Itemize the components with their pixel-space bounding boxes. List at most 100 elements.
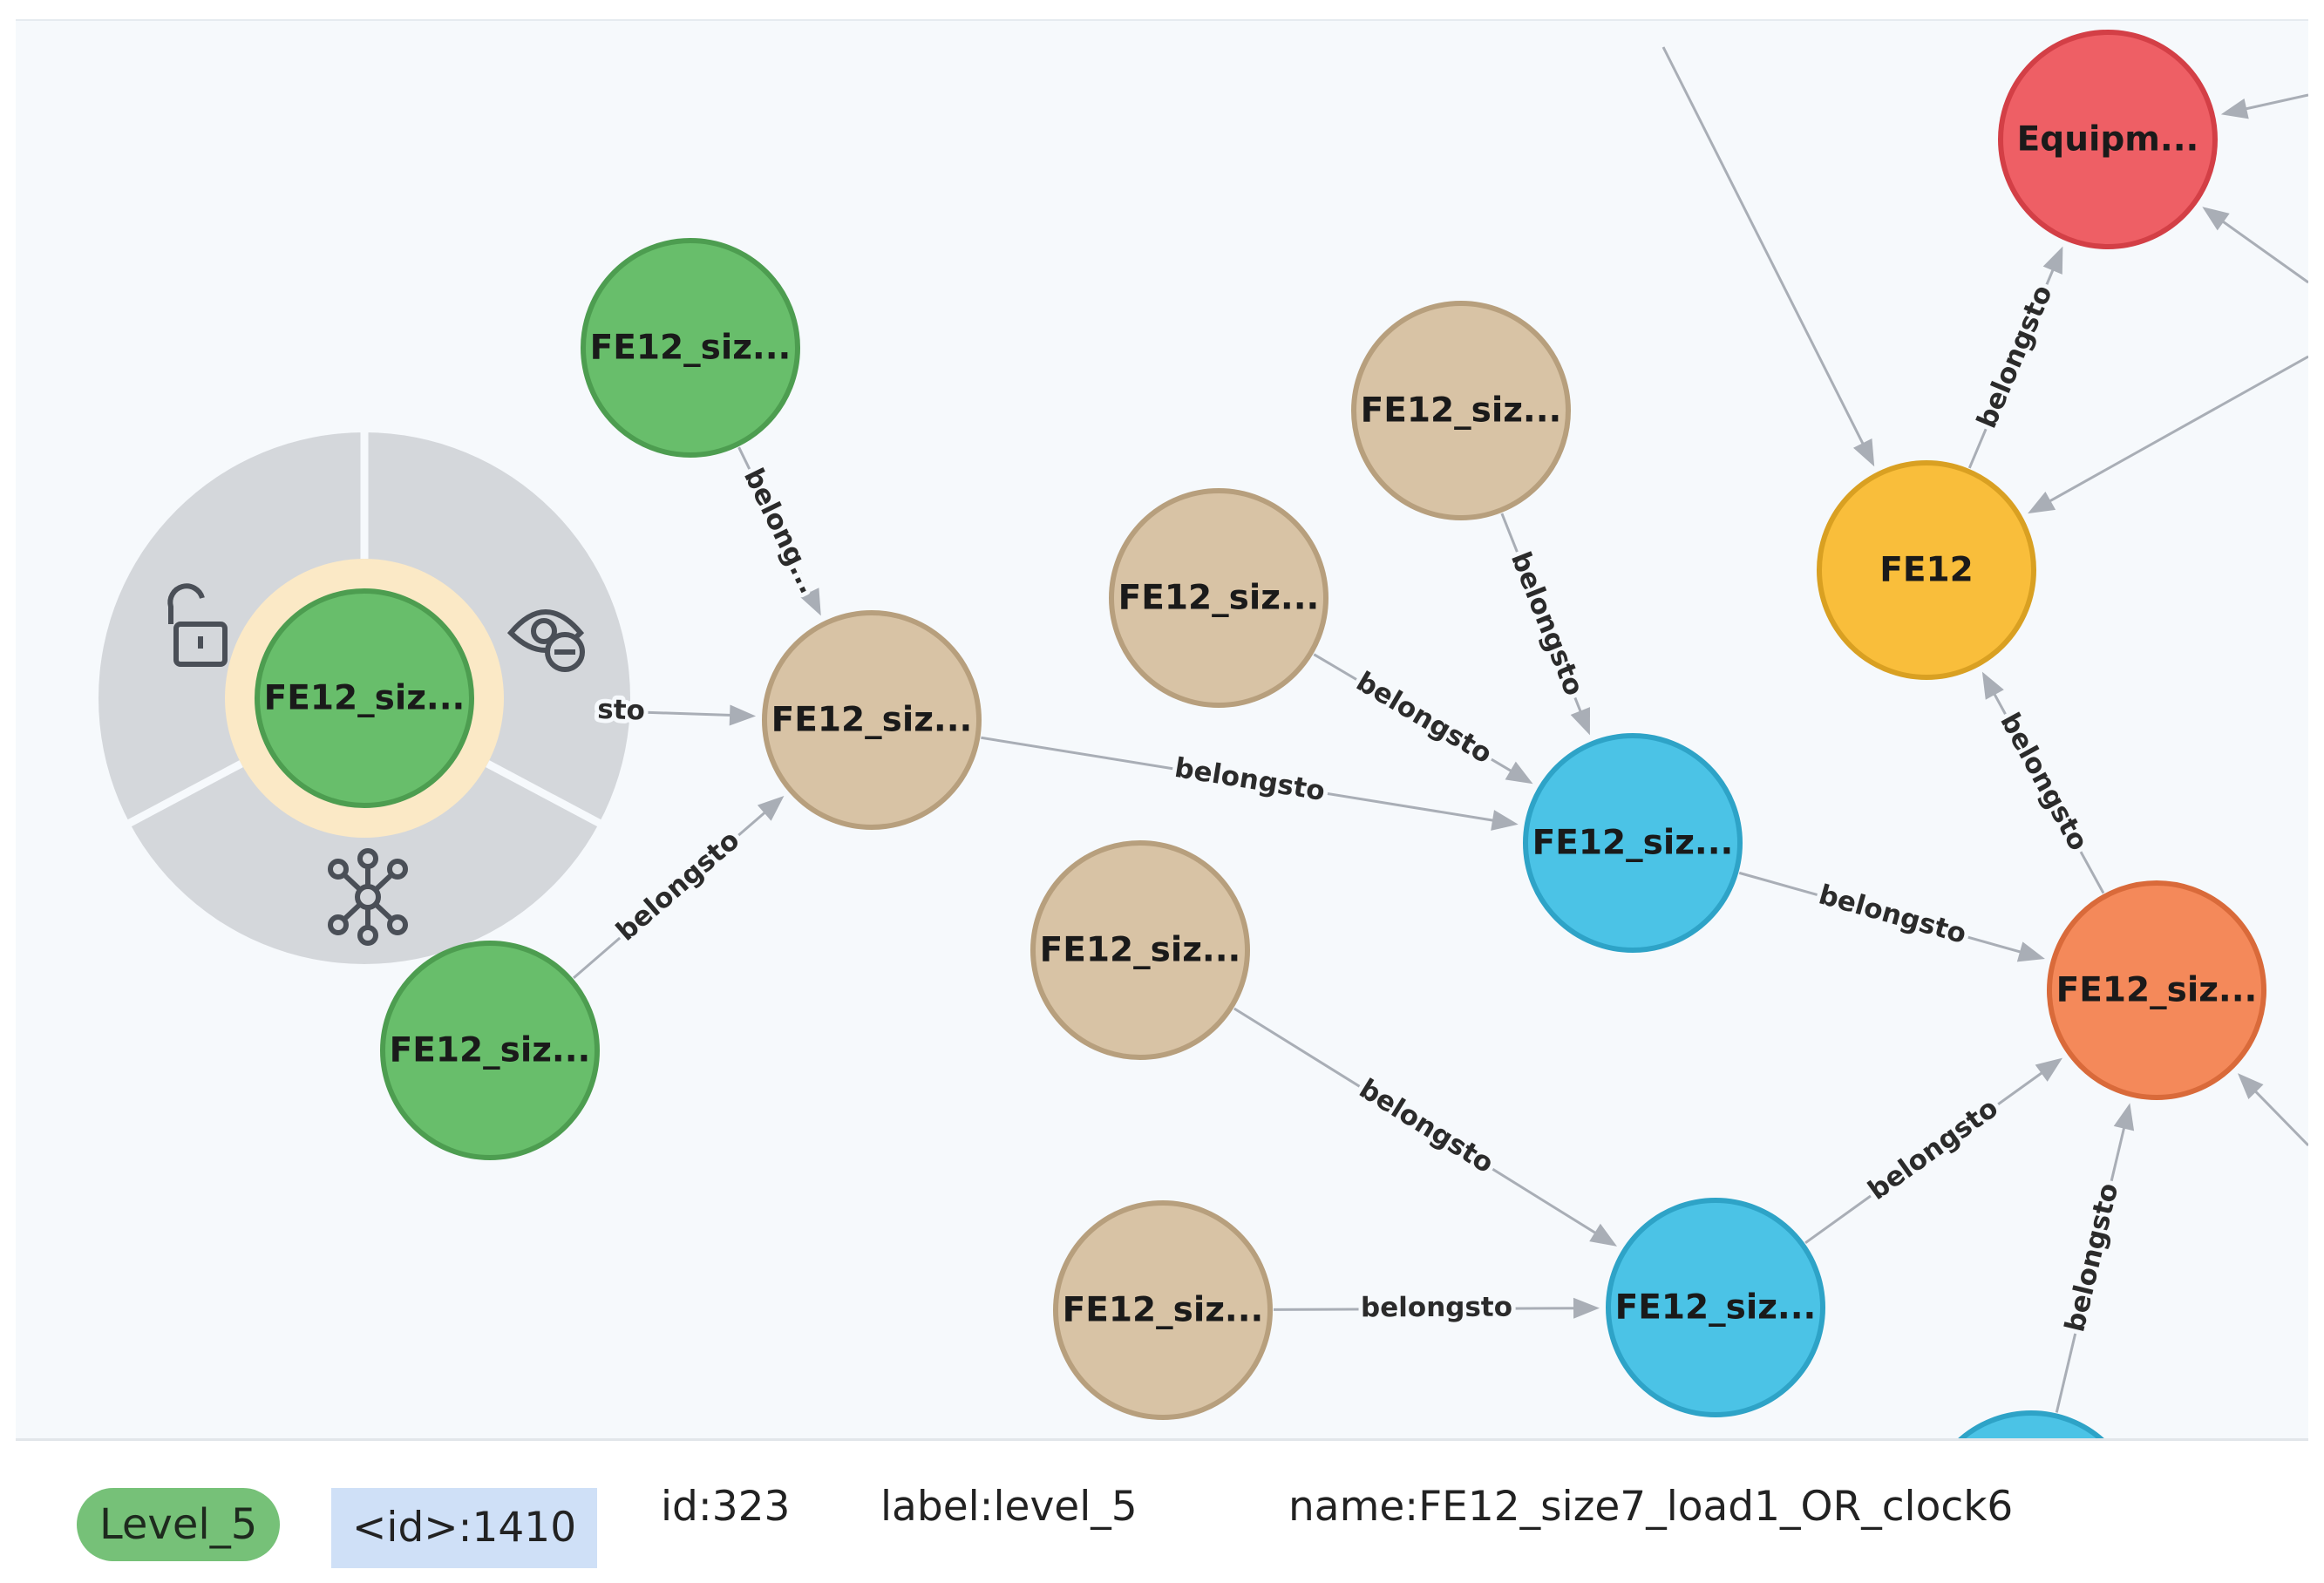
edge-label: belongsto (1971, 281, 2059, 432)
edge-arrowhead (2035, 1057, 2063, 1082)
edge-e17[interactable] (2220, 93, 2308, 119)
graph-svg[interactable]: FE12_siz... FE12_siz... FE12_siz... FE12_si… (16, 21, 2308, 1440)
edge-line[interactable] (2248, 1084, 2308, 1147)
node-label: FE12_siz... (390, 1031, 591, 1070)
status-bar: Level_5 <id>:1410 id:323 label:level_5 n… (16, 1438, 2308, 1572)
edge-e9[interactable] (1738, 871, 2045, 962)
internal-id[interactable]: <id>:1410 (331, 1488, 598, 1568)
node-label: FE12_siz... (2056, 971, 2258, 1010)
node-circle[interactable] (1817, 460, 2036, 680)
node-label: FE12_siz... (1361, 391, 1562, 431)
node-circle[interactable] (1523, 733, 1743, 953)
edge-line[interactable] (2238, 93, 2308, 112)
edge-line[interactable] (2055, 1119, 2128, 1413)
graph-node-n7[interactable]: FE12_siz... (1030, 840, 1250, 1060)
edge-line[interactable] (981, 736, 1502, 824)
edge-line[interactable] (1313, 653, 1519, 777)
edge-e7[interactable] (1233, 1007, 1618, 1247)
graph-node-n13[interactable]: Equipm... (1998, 30, 2218, 249)
edge-e10[interactable] (1804, 1057, 2063, 1245)
edge-e13[interactable] (1967, 246, 2063, 469)
edge-e1[interactable] (737, 446, 821, 616)
edge-line[interactable] (2215, 215, 2308, 284)
edge-label: belongsto (610, 825, 745, 948)
edge-label: belongsto (1361, 1292, 1512, 1324)
edge-label: belongsto (1354, 1073, 1499, 1179)
node-circle[interactable] (762, 610, 982, 830)
edge-arrowhead (1570, 707, 1590, 736)
hide-icon[interactable] (506, 609, 585, 672)
node-circle[interactable] (1053, 1200, 1273, 1420)
graph-node-n3[interactable]: FE12_siz... (255, 588, 474, 808)
edge-line[interactable] (1989, 686, 2105, 894)
graph-node-n2[interactable]: FE12_siz... (380, 941, 600, 1160)
edge-arrowhead (2220, 98, 2249, 119)
edge-line[interactable] (1804, 1067, 2049, 1245)
edge-line[interactable] (573, 805, 772, 980)
edge-label: belongsto (1172, 752, 1327, 807)
graph-node-n8[interactable]: FE12_siz... (1053, 1200, 1273, 1420)
graph-node-n14[interactable] (1924, 1410, 2138, 1440)
expand-icon[interactable] (328, 848, 408, 946)
edge-arrowhead (1491, 810, 1519, 831)
graph-node-n1[interactable]: FE12_siz... (581, 238, 800, 458)
edge-line[interactable] (2042, 355, 2308, 506)
edge-arrowhead (799, 588, 821, 616)
edge-line[interactable] (737, 446, 815, 601)
edge-e5[interactable] (1313, 653, 1533, 785)
edge-arrowhead (2042, 246, 2063, 275)
edge-label: belongsto (1994, 708, 2094, 856)
edge-line[interactable] (1967, 262, 2058, 469)
node-label: FE12_siz... (1615, 1288, 1817, 1328)
edge-e15[interactable] (2028, 355, 2308, 514)
edge-e8[interactable] (1273, 1297, 1600, 1319)
edge-e12[interactable] (1981, 671, 2105, 894)
radial-menu-divider (486, 760, 603, 828)
graph-node-n11[interactable]: FE12_siz... (2047, 880, 2266, 1100)
node-label: FE12_siz... (771, 701, 973, 740)
graph-node-n5[interactable]: FE12_siz... (1109, 488, 1328, 708)
graph-node-n4[interactable]: FE12_siz... (762, 610, 982, 830)
node-circle[interactable] (1030, 840, 1250, 1060)
edge-arrowhead (2237, 1073, 2264, 1099)
graph-node-n12[interactable]: FE12 (1817, 460, 2036, 680)
unlock-icon[interactable] (167, 583, 228, 667)
edge-e14[interactable] (1661, 46, 1875, 467)
node-circle[interactable] (2047, 880, 2266, 1100)
property-id[interactable]: id:323 (661, 1483, 791, 1531)
node-label: FE12 (1879, 551, 1974, 590)
edge-label: belongsto (1863, 1092, 2004, 1206)
node-label: Equipm... (2017, 120, 2199, 160)
edge-label: belongsto (1505, 547, 1590, 700)
edge-arrowhead (2028, 491, 2056, 514)
edge-arrowhead (1589, 1223, 1618, 1247)
node-circle[interactable] (1351, 301, 1571, 520)
edge-e11[interactable] (2055, 1103, 2135, 1413)
graph-node-n9[interactable]: FE12_siz... (1523, 733, 1743, 953)
edge-e3[interactable] (573, 796, 785, 980)
property-label[interactable]: label:level_5 (880, 1483, 1138, 1531)
edge-line[interactable] (1273, 1307, 1583, 1311)
node-circle[interactable] (1606, 1198, 1825, 1417)
node-circle[interactable] (581, 238, 800, 458)
edge-line[interactable] (1738, 871, 2029, 956)
edge-e6[interactable] (1500, 513, 1590, 736)
node-label: FE12_siz... (1118, 579, 1320, 618)
edge-arrowhead (2202, 207, 2230, 231)
edge-e16[interactable] (2202, 207, 2308, 284)
edge-line[interactable] (1233, 1007, 1603, 1239)
node-circle[interactable] (380, 941, 600, 1160)
node-circle[interactable] (1998, 30, 2218, 249)
edge-line[interactable] (1661, 46, 1868, 452)
node-circle[interactable] (1109, 488, 1328, 708)
level-badge[interactable]: Level_5 (77, 1488, 281, 1561)
node-circle[interactable] (1924, 1410, 2138, 1440)
node-circle[interactable] (255, 588, 474, 808)
property-name[interactable]: name:FE12_size7_load1_OR_clock6 (1288, 1483, 2014, 1531)
edge-e4[interactable] (981, 736, 1519, 831)
edge-line[interactable] (1500, 513, 1585, 720)
graph-node-n10[interactable]: FE12_siz... (1606, 1198, 1825, 1417)
graph-node-n6[interactable]: FE12_siz... (1351, 301, 1571, 520)
graph-canvas[interactable]: FE12_siz... FE12_siz... FE12_siz... FE12_si… (16, 19, 2308, 1440)
edge-e18[interactable] (2237, 1073, 2308, 1147)
